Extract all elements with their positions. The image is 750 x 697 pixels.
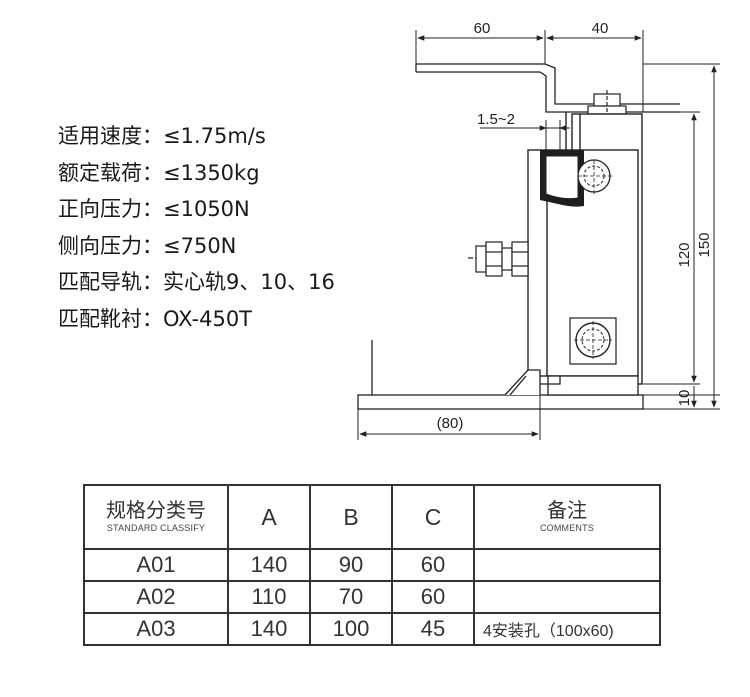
header-classify: 规格分类号 STANDARD CLASSIFY [83, 484, 229, 550]
top-bracket [415, 63, 680, 113]
table-row: A02 110 70 60 [83, 580, 661, 614]
side-bolt [468, 241, 529, 277]
dim-150-label: 150 [696, 232, 713, 257]
header-b: B [309, 484, 393, 550]
spec-matching-rail: 匹配导轨：实心轨9、10、16 [58, 270, 335, 294]
dim-vertical [691, 65, 717, 408]
spec-table: 规格分类号 STANDARD CLASSIFY A B C 备注 COMMENT… [83, 484, 661, 646]
dim-60-label: 60 [474, 20, 491, 37]
spec-list: 适用速度：≤1.75m/s 额定载荷：≤1350kg 正向压力：≤1050N 侧… [58, 118, 335, 337]
dim-gap [480, 120, 570, 150]
dim-10-label: 10 [676, 390, 693, 407]
base-plate [357, 340, 644, 410]
lower-hole [569, 317, 617, 365]
table-row: A03 140 100 45 4安装孔（100x60) [83, 612, 661, 646]
dim-80-label: (80) [437, 415, 464, 432]
dim-gap-label: 1.5~2 [477, 111, 515, 128]
guide-shoe-drawing: 60 40 120 150 10 1.5~2 [357, 20, 720, 440]
dim-top [415, 30, 644, 112]
table-row: A01 140 90 60 [83, 548, 661, 582]
table-header-row: 规格分类号 STANDARD CLASSIFY A B C 备注 COMMENT… [83, 484, 661, 550]
dim-120-label: 120 [676, 242, 693, 267]
upper-liner [540, 150, 612, 207]
spec-matching-liner: 匹配靴衬：OX-450T [58, 306, 253, 331]
spec-forward-pressure: 正向压力：≤1050N [58, 197, 250, 221]
header-a: A [227, 484, 311, 550]
header-remark: 备注 COMMENTS [473, 484, 661, 550]
spec-lateral-pressure: 侧向压力：≤750N [58, 233, 237, 258]
spec-rated-load: 额定载荷：≤1350kg [58, 160, 260, 185]
spec-speed: 适用速度：≤1.75m/s [58, 124, 266, 148]
dim-bottom [357, 395, 541, 440]
header-c: C [391, 484, 475, 550]
extension-lines-right [643, 63, 720, 410]
dim-40-label: 40 [592, 20, 609, 37]
